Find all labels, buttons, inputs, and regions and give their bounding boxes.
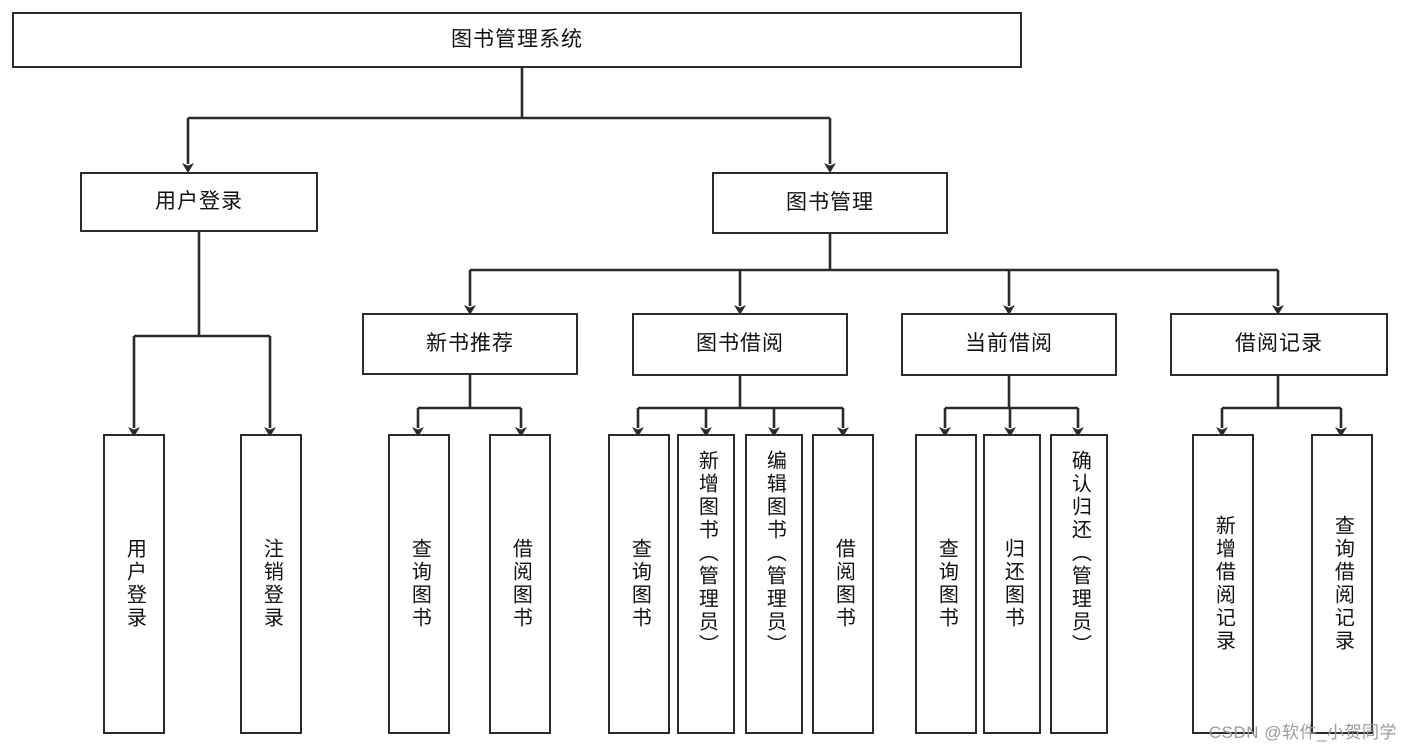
leaf-current-borrow-confirm-return[interactable]: 确认归还（管理员） [1050,434,1108,734]
leaf-label: 借阅图书 [832,538,855,630]
leaf-new-book-borrow[interactable]: 借阅图书 [489,434,551,734]
leaf-book-borrow-query[interactable]: 查询图书 [608,434,670,734]
csdn-watermark: CSDN @软件_小贺同学 [1208,723,1397,742]
leaf-label: 用户登录 [123,538,146,630]
leaf-current-borrow-return[interactable]: 归还图书 [983,434,1041,734]
node-label: 当前借阅 [965,332,1053,356]
leaf-label: 查询图书 [628,538,651,630]
leaf-label: 归还图书 [1001,538,1024,630]
node-book-management[interactable]: 图书管理 [712,172,948,234]
node-root-library-system[interactable]: 图书管理系统 [12,12,1022,68]
leaf-label: 查询图书 [408,538,431,630]
leaf-label: 注销登录 [260,538,283,630]
leaf-label: 新增图书（管理员） [695,450,718,657]
node-borrow-record[interactable]: 借阅记录 [1170,313,1388,376]
leaf-user-login-signin[interactable]: 用户登录 [103,434,165,734]
leaf-label: 查询图书 [935,538,958,630]
leaf-label: 查询借阅记录 [1331,515,1354,653]
node-current-borrow[interactable]: 当前借阅 [901,313,1117,376]
node-new-book-recommend[interactable]: 新书推荐 [362,313,578,375]
node-label: 用户登录 [155,189,243,213]
node-label: 新书推荐 [426,331,514,355]
node-book-borrow[interactable]: 图书借阅 [632,313,848,376]
leaf-book-borrow-add[interactable]: 新增图书（管理员） [677,434,735,734]
leaf-book-borrow-edit[interactable]: 编辑图书（管理员） [745,434,803,734]
leaf-user-login-signout[interactable]: 注销登录 [240,434,302,734]
node-label: 图书管理 [786,190,874,214]
leaf-label: 确认归还（管理员） [1068,450,1091,657]
leaf-borrow-record-query[interactable]: 查询借阅记录 [1311,434,1373,734]
leaf-borrow-record-add[interactable]: 新增借阅记录 [1192,434,1254,734]
node-label: 借阅记录 [1235,332,1323,356]
leaf-current-borrow-query[interactable]: 查询图书 [915,434,977,734]
leaf-label: 借阅图书 [509,538,532,630]
node-user-login[interactable]: 用户登录 [80,172,318,232]
leaf-label: 编辑图书（管理员） [763,450,786,657]
leaf-new-book-query[interactable]: 查询图书 [388,434,450,734]
leaf-label: 新增借阅记录 [1212,515,1235,653]
node-label: 图书管理系统 [451,27,583,51]
leaf-book-borrow-lend[interactable]: 借阅图书 [812,434,874,734]
node-label: 图书借阅 [696,332,784,356]
